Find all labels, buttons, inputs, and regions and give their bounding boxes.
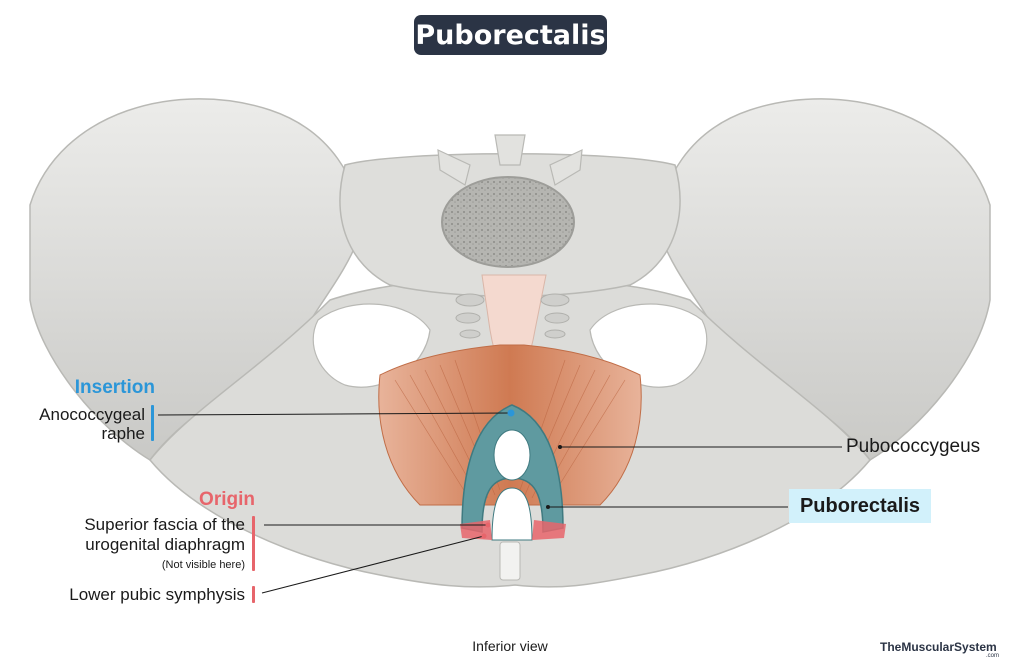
insertion-item-1: Anococcygeal	[39, 405, 145, 424]
origin-heading: Origin	[199, 489, 255, 510]
origin-symphysis-marker	[481, 533, 487, 539]
insertion-heading: Insertion	[74, 377, 155, 398]
rectum-opening	[493, 429, 531, 481]
origin-item-1a: Superior fascia of the	[84, 515, 245, 534]
left-iliac-wing	[29, 98, 363, 461]
origin-bar-2	[252, 586, 255, 603]
insertion-marker	[507, 409, 515, 417]
insertion-item-2: raphe	[101, 424, 145, 443]
brand-logo: TheMuscularSystem	[880, 640, 997, 654]
origin-note: (Not visible here)	[161, 559, 245, 571]
pubic-symphysis	[499, 541, 521, 581]
page-title: Puborectalis	[414, 15, 607, 55]
view-caption: Inferior view	[472, 638, 548, 654]
origin-item-2: Lower pubic symphysis	[69, 585, 245, 604]
origin-item-1b: urogenital diaphragm	[85, 535, 245, 554]
brand-suffix: .com	[986, 653, 1000, 659]
origin-fascia-marker	[485, 522, 491, 528]
puborectalis-marker	[546, 505, 550, 509]
vertebra-process-right	[549, 149, 583, 186]
anal-canal-opening	[491, 487, 533, 541]
insertion-bar	[151, 405, 154, 441]
vertebra-spinous	[494, 134, 526, 166]
right-iliac-wing	[657, 98, 991, 461]
puborectalis-label: Puborectalis	[789, 489, 931, 523]
vertebra-process-left	[437, 149, 471, 186]
vertebral-body	[441, 176, 575, 268]
origin-bar-1	[252, 516, 255, 571]
pubococcygeus-label: Pubococcygeus	[846, 436, 981, 457]
pubococcygeus-marker	[558, 445, 562, 449]
origin-edge-right	[532, 520, 566, 540]
